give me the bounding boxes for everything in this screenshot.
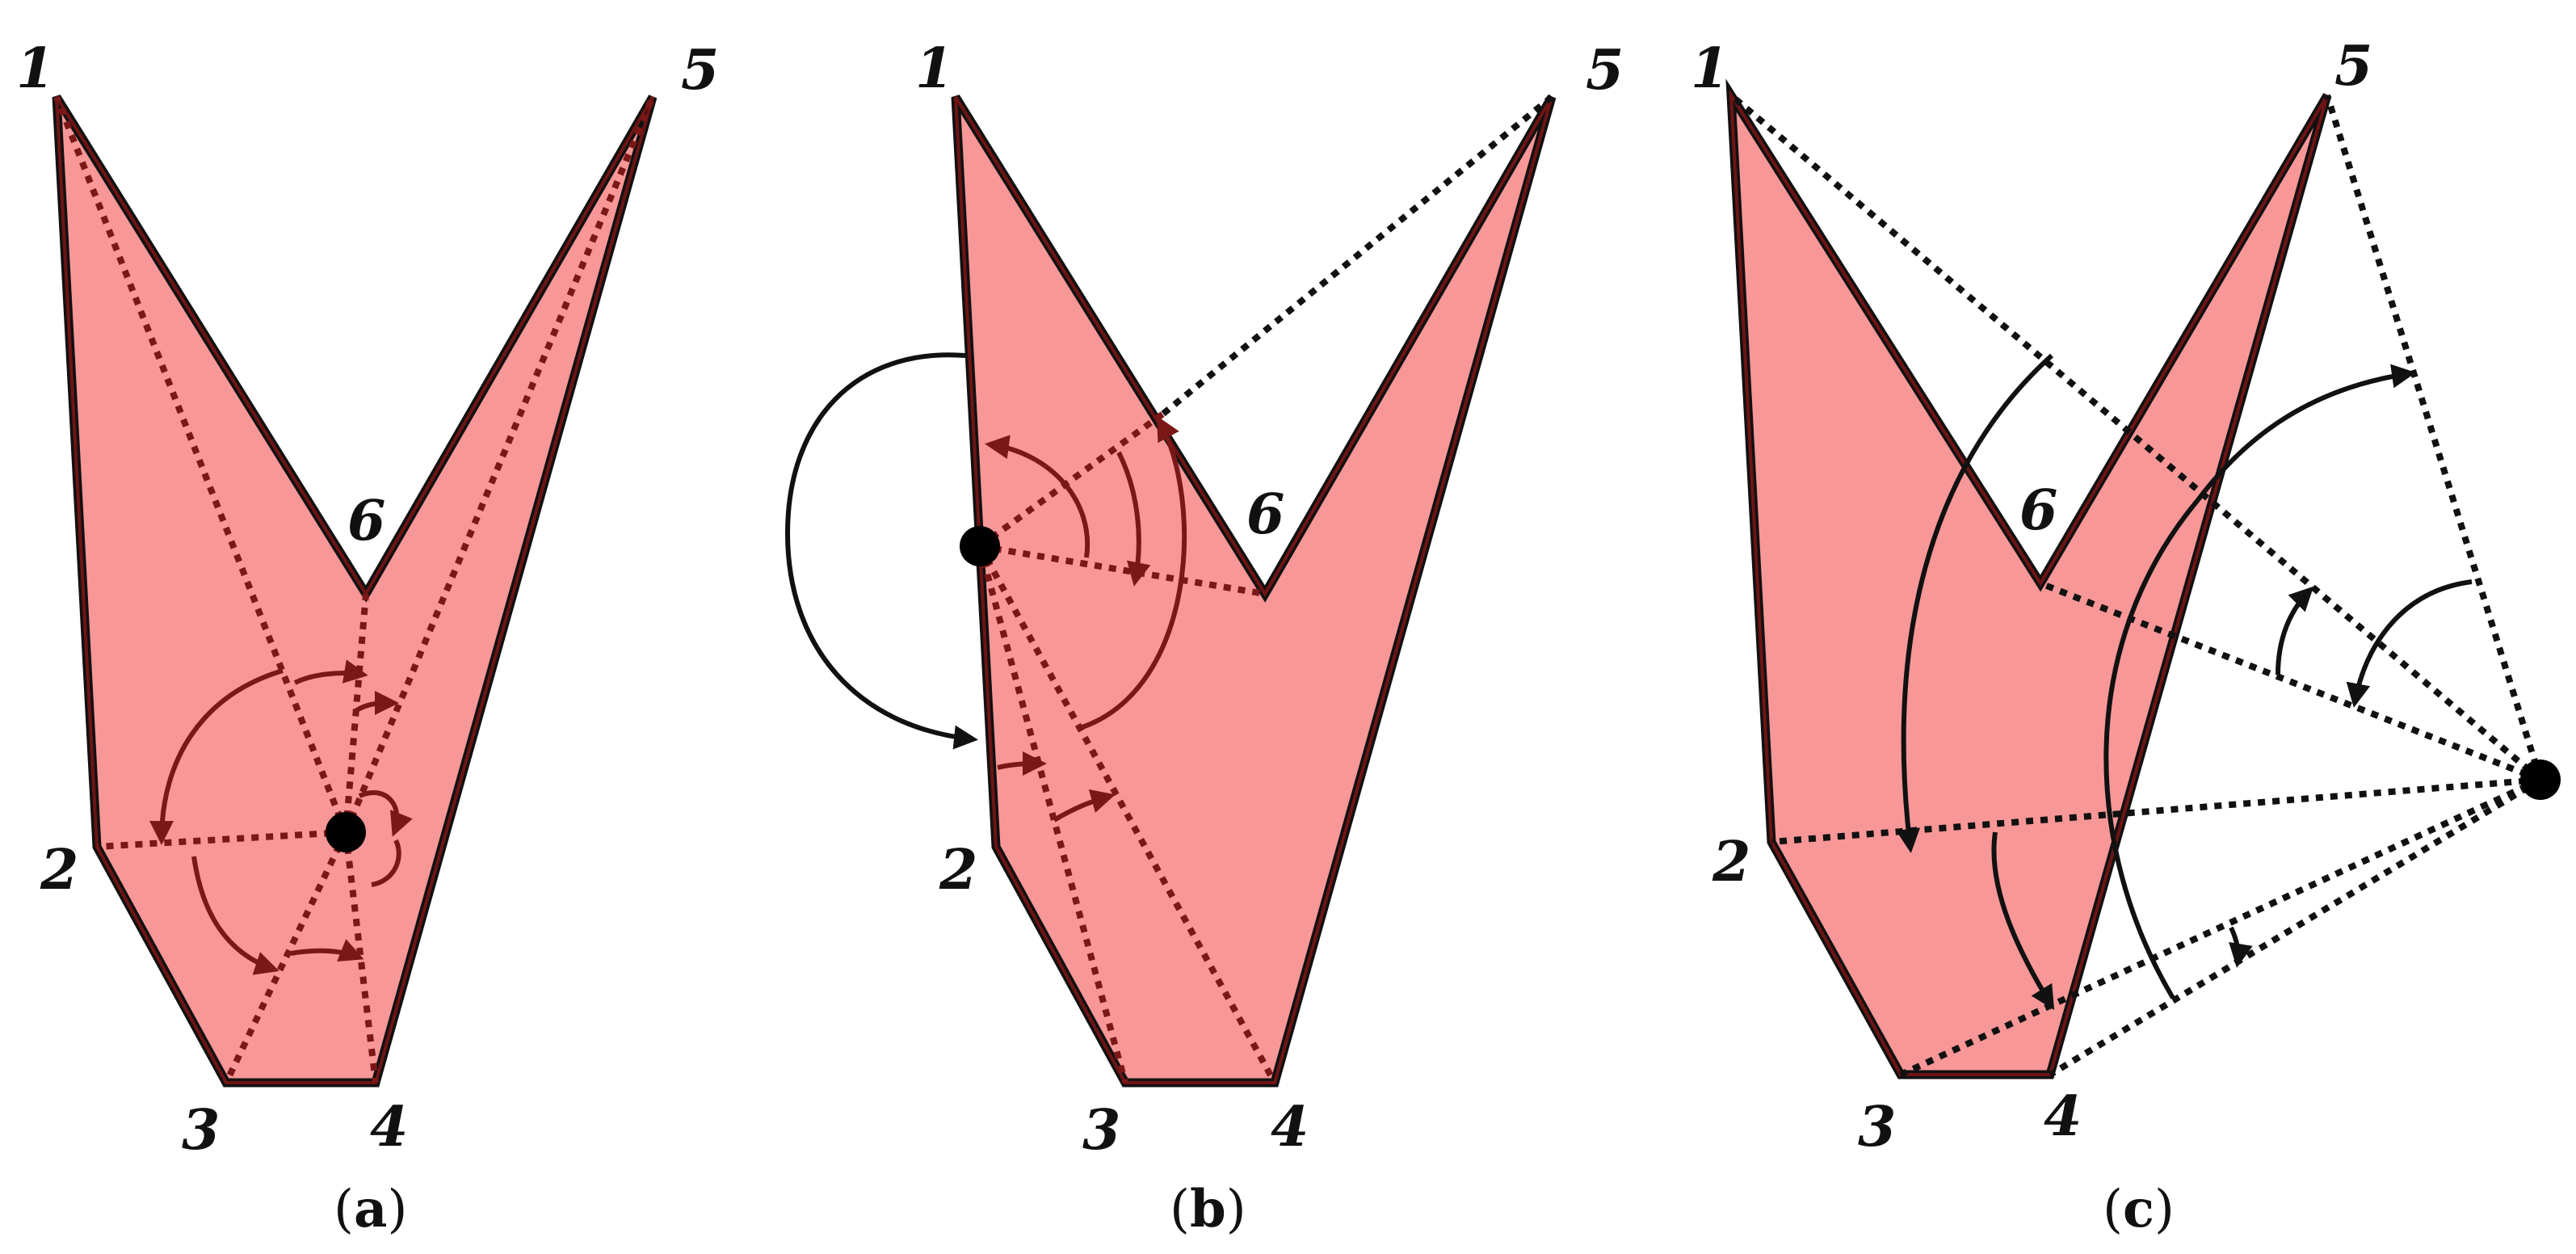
panel-a: 1 2 3 4 5 6 (a) (16, 36, 719, 1239)
caption-b: (b) (1170, 1179, 1246, 1239)
caption-c: (c) (2103, 1179, 2175, 1239)
vertex-label-1: 1 (915, 36, 953, 101)
caption-a: (a) (334, 1179, 407, 1239)
vertex-label-3: 3 (1858, 1095, 1896, 1159)
pivot-point-c (2520, 760, 2561, 800)
vertex-label-2: 2 (40, 838, 78, 903)
vertex-label-3: 3 (1082, 1098, 1120, 1163)
vertex-label-5: 5 (681, 38, 719, 103)
pivot-point-a (326, 812, 366, 852)
panel-c: 1 2 3 4 5 6 (c) (1691, 34, 2561, 1239)
vertex-label-4: 4 (2044, 1084, 2082, 1149)
vertex-label-4: 4 (1271, 1095, 1309, 1159)
panel-b-angle-arcs (784, 352, 1187, 823)
vertex-label-6: 6 (2019, 478, 2057, 543)
vertex-label-6: 6 (1246, 482, 1284, 547)
vertex-label-1: 1 (16, 36, 54, 101)
panel-c-angle-arcs (1896, 353, 2473, 1011)
panel-b-rays (977, 94, 1554, 1084)
vertex-label-5: 5 (1586, 38, 1624, 103)
vertex-label-2: 2 (1712, 830, 1750, 894)
vertex-label-3: 3 (182, 1098, 220, 1163)
panel-a-angle-arcs (149, 659, 413, 975)
vertex-label-4: 4 (370, 1095, 408, 1159)
vertex-label-1: 1 (1691, 36, 1729, 101)
panel-b: 1 2 3 4 5 6 (b) (784, 36, 1624, 1239)
vertex-label-5: 5 (2334, 34, 2372, 99)
pivot-point-b (960, 526, 1000, 566)
vertex-label-6: 6 (347, 489, 385, 553)
vertex-label-2: 2 (939, 838, 977, 903)
